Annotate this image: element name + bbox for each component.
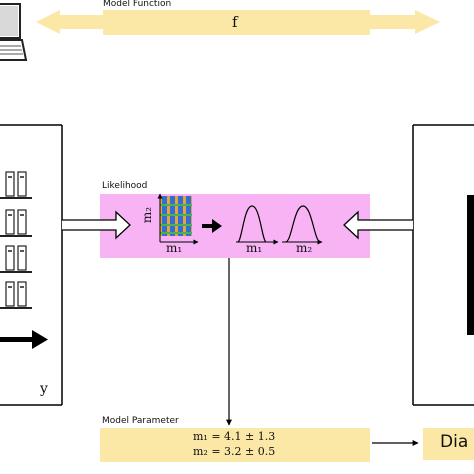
output-label: Dia — [440, 432, 469, 452]
server-rack-row-1 — [0, 171, 32, 199]
distribution-m2 — [282, 205, 323, 245]
server-rack-row-2 — [0, 209, 32, 237]
likelihood-box — [100, 194, 370, 258]
model-parameter-caption: Model Parameter — [102, 416, 179, 426]
model-function-symbol: f — [232, 13, 238, 31]
left-input-arrow — [62, 210, 131, 240]
right-panel-frame — [412, 124, 474, 406]
left-panel-frame — [0, 124, 63, 406]
parameter-grid — [157, 193, 199, 245]
model-parameter-line-2: m₂ = 3.2 ± 0.5 — [193, 445, 276, 458]
distribution-m1-label: m₁ — [246, 241, 263, 255]
output-box — [423, 428, 474, 460]
model-function-band — [36, 10, 440, 35]
distribution-m1 — [236, 205, 279, 245]
transform-arrow — [202, 219, 222, 233]
left-panel-y-label: y — [40, 381, 48, 397]
model-function-caption: Model Function — [103, 0, 172, 9]
server-rack-icons — [0, 171, 32, 309]
model-parameter-box — [100, 428, 370, 462]
server-rack-row-4 — [0, 281, 32, 309]
right-input-arrow — [343, 210, 413, 240]
server-rack-details — [8, 176, 24, 288]
right-panel-dark-block — [467, 195, 474, 335]
grid-y-axis-label: m₂ — [140, 206, 155, 224]
laptop-icon — [0, 3, 28, 61]
left-thick-arrow — [0, 330, 48, 349]
server-rack-row-3 — [0, 245, 32, 273]
likelihood-caption: Likelihood — [102, 181, 148, 191]
distribution-m2-label: m₂ — [296, 241, 313, 255]
grid-x-axis-label: m₁ — [166, 241, 183, 255]
model-parameter-line-1: m₁ = 4.1 ± 1.3 — [193, 430, 276, 443]
